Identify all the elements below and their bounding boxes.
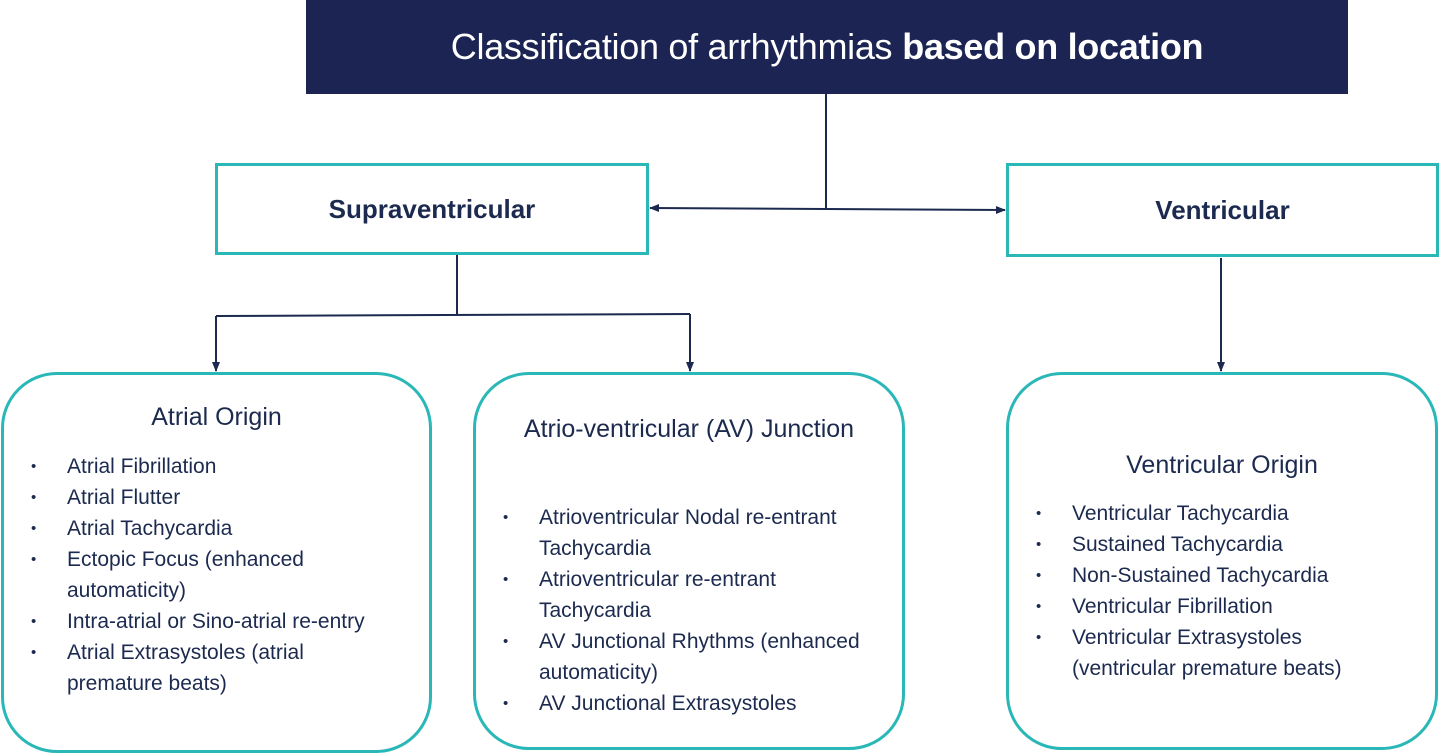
list-item: • Ventricular Extrasystoles (ventricular …	[1036, 622, 1405, 684]
list-item: • Atrioventricular re-entrant Tachycardia	[503, 564, 862, 626]
list-item-text: Atrial Flutter	[67, 486, 181, 509]
bullet-icon: •	[31, 458, 37, 475]
list-item-text: Intra-atrial or Sino-atrial re-entry	[67, 610, 365, 633]
list-item: • Ectopic Focus (enhanced automaticity)	[31, 544, 389, 606]
ventricular-origin-title: Ventricular Origin	[1126, 451, 1318, 479]
supraventricular-label: Supraventricular	[328, 193, 536, 224]
list-item: • Ventricular Fibrillation	[1036, 591, 1405, 622]
list-item: • Atrioventricular Nodal re-entrant Tachy…	[503, 502, 862, 564]
list-item-text: Ventricular Fibrillation	[1072, 595, 1273, 618]
list-item-text: AV Junctional Rhythms (enhanced automati…	[539, 630, 860, 684]
bullet-icon: •	[503, 509, 509, 526]
atrial-origin-title: Atrial Origin	[151, 403, 282, 431]
list-item-text: Sustained Tachycardia	[1072, 533, 1283, 556]
list-item: • Intra-atrial or Sino-atrial re-entry	[31, 606, 389, 637]
list-item-text: Ectopic Focus (enhanced automaticity)	[67, 548, 304, 602]
diagram-title-regular: Classification of arrhythmias	[450, 26, 893, 67]
ventricular-origin-list: • Ventricular Tachycardia • Sustained Tach…	[1036, 498, 1405, 684]
av-junction-list: • Atrioventricular Nodal re-entrant Tachy…	[503, 502, 862, 719]
ventricular-box: Ventricular	[1006, 163, 1439, 257]
list-item-text: Ventricular Extrasystoles (ventricular p…	[1072, 626, 1342, 680]
diagram-title: Classification of arrhythmias based on l…	[306, 0, 1348, 94]
list-item: • AV Junctional Extrasystoles	[503, 688, 862, 719]
diagram-title-bold: based on location	[902, 26, 1204, 67]
bullet-icon: •	[31, 520, 37, 537]
list-item: • Non-Sustained Tachycardia	[1036, 560, 1405, 591]
ventricular-origin-card: Ventricular Origin • Ventricular Tachycar…	[1006, 372, 1438, 750]
av-junction-card: Atrio-ventricular (AV) Junction • Atriove…	[473, 372, 905, 750]
list-item-text: Non-Sustained Tachycardia	[1072, 564, 1329, 587]
list-item: • Atrial Tachycardia	[31, 513, 389, 544]
bullet-icon: •	[503, 633, 509, 650]
ventricular-label: Ventricular	[1155, 194, 1290, 225]
arrow-to-ventricular	[825, 205, 1006, 214]
list-item-text: Atrioventricular re-entrant Tachycardia	[539, 568, 776, 622]
connector-supra-branch	[215, 313, 691, 317]
bullet-icon: •	[1036, 598, 1042, 615]
arrow-to-supraventricular	[649, 204, 827, 213]
list-item-text: Atrial Fibrillation	[67, 455, 217, 478]
bullet-icon: •	[1036, 567, 1042, 584]
bullet-icon: •	[31, 644, 37, 661]
supraventricular-box: Supraventricular	[215, 163, 649, 255]
bullet-icon: •	[1036, 629, 1042, 646]
atrial-origin-list: • Atrial Fibrillation • Atrial Flutter • At…	[31, 451, 389, 699]
list-item: • AV Junctional Rhythms (enhanced automat…	[503, 626, 862, 688]
list-item: • Atrial Fibrillation	[31, 451, 389, 482]
bullet-icon: •	[31, 613, 37, 630]
list-item-text: Atrial Extrasystoles (atrial premature b…	[67, 641, 304, 695]
bullet-icon: •	[1036, 536, 1042, 553]
list-item: • Sustained Tachycardia	[1036, 529, 1405, 560]
bullet-icon: •	[503, 571, 509, 588]
bullet-icon: •	[1036, 505, 1042, 522]
list-item: • Atrial Flutter	[31, 482, 389, 513]
bullet-icon: •	[31, 489, 37, 506]
list-item-text: Atrial Tachycardia	[67, 517, 233, 540]
list-item-text: AV Junctional Extrasystoles	[539, 692, 797, 715]
bullet-icon: •	[503, 695, 509, 712]
bullet-icon: •	[31, 551, 37, 568]
atrial-origin-card: Atrial Origin • Atrial Fibrillation • Atri…	[1, 372, 432, 753]
list-item: • Ventricular Tachycardia	[1036, 498, 1405, 529]
list-item: • Atrial Extrasystoles (atrial premature …	[31, 637, 389, 699]
list-item-text: Atrioventricular Nodal re-entrant Tachyc…	[539, 506, 837, 560]
list-item-text: Ventricular Tachycardia	[1072, 502, 1289, 525]
av-junction-title: Atrio-ventricular (AV) Junction	[523, 415, 855, 443]
